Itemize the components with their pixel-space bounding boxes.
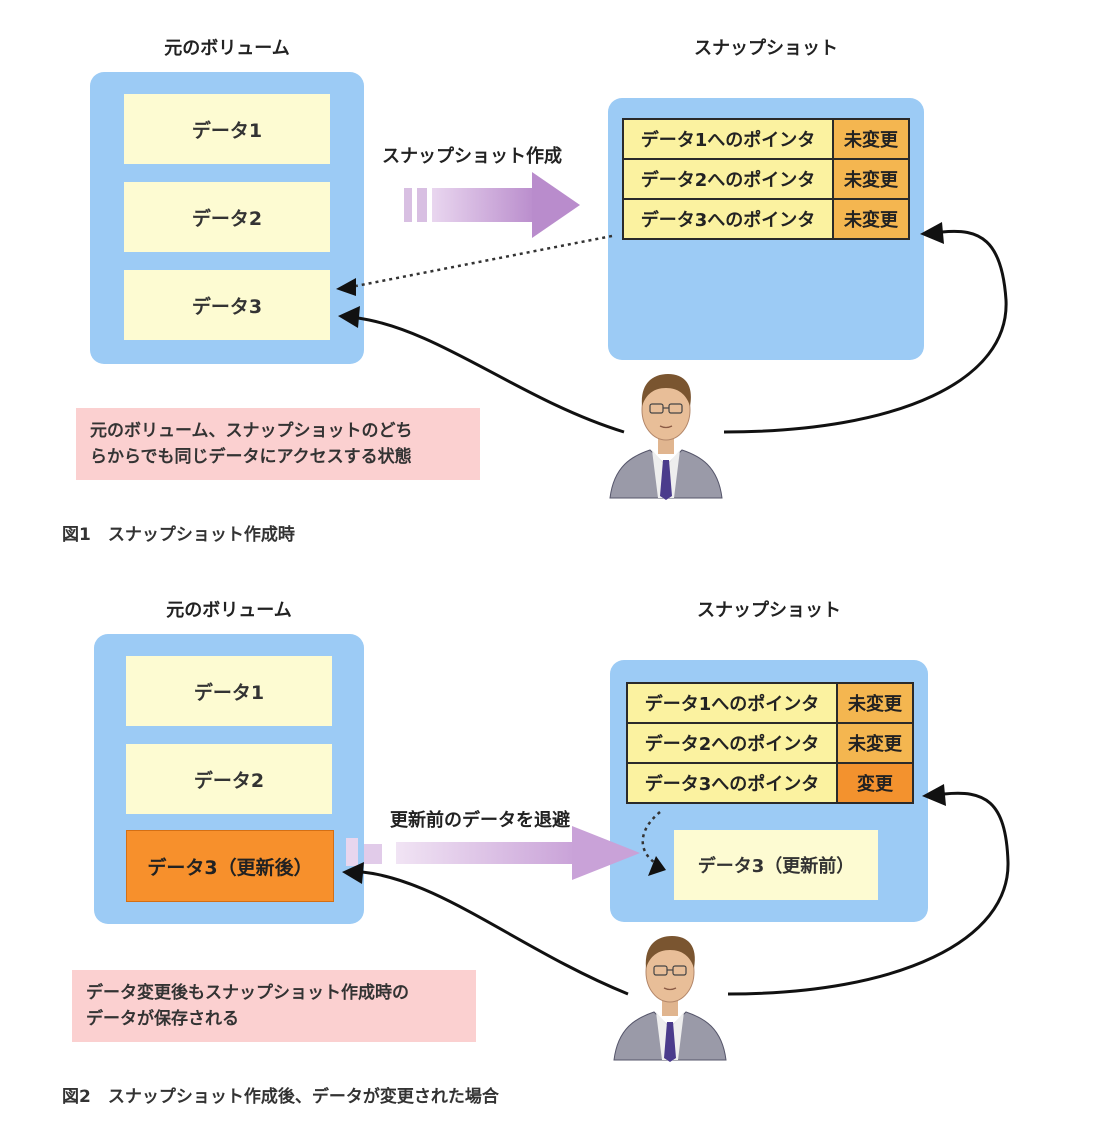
fig1-user-to-source-arrow [338,306,625,434]
fig1-source-title: 元のボリューム [164,38,290,59]
person-icon [609,373,723,501]
note-line: らからでも同じデータにアクセスする状態 [90,447,412,467]
fig2-pointer-table: データ1へのポインタ 未変更 データ2へのポインタ 未変更 データ3へのポインタ… [626,682,914,804]
fig2-data-block-1: データ1 [126,656,332,726]
fig1-data-block-3: データ3 [124,270,330,340]
pointer-name: データ1へのポインタ [628,684,836,722]
fig2-save-data-arrow [346,826,640,880]
pointer-state: 未変更 [838,724,912,762]
fig1-dotted-pointer-arrow [336,234,613,296]
fig2-user-to-source-arrow [342,862,629,996]
pointer-name: データ3へのポインタ [628,764,836,802]
pointer-state: 未変更 [834,160,908,198]
pointer-state: 未変更 [838,684,912,722]
pointer-name: データ3へのポインタ [624,200,832,238]
note-line: データが保存される [86,1009,239,1029]
pointer-name: データ2へのポインタ [624,160,832,198]
pointer-name: データ1へのポインタ [624,120,832,158]
fig1-data-block-1: データ1 [124,94,330,164]
fig2-arrow-caption: 更新前のデータを退避 [390,810,570,831]
pointer-state-changed: 変更 [838,764,912,802]
fig2-dotted-pointer-arrow [641,811,666,876]
fig1-pointer-table: データ1へのポインタ 未変更 データ2へのポインタ 未変更 データ3へのポインタ… [622,118,910,240]
fig1-snapshot-title: スナップショット [694,38,838,59]
fig1-snapshot-create-arrow [404,172,580,238]
fig2-data-block-2: データ2 [126,744,332,814]
fig1-user-to-snapshot-arrow [723,222,1008,434]
person-icon [613,935,727,1063]
fig2-snapshot-title: スナップショット [697,600,841,621]
pointer-name: データ2へのポインタ [628,724,836,762]
fig1-data-block-2: データ2 [124,182,330,252]
fig2-saved-data-block: データ3（更新前） [674,830,878,900]
fig2-data-block-3-updated: データ3（更新後） [126,830,334,902]
note-line: データ変更後もスナップショット作成時の [86,983,409,1003]
pointer-state: 未変更 [834,120,908,158]
fig2-source-title: 元のボリューム [166,600,292,621]
pointer-state: 未変更 [834,200,908,238]
fig2-caption: 図2 スナップショット作成後、データが変更された場合 [62,1087,499,1107]
fig2-note: データ変更後もスナップショット作成時の データが保存される [72,970,476,1042]
fig2-user-to-snapshot-arrow [727,784,1010,996]
note-line: 元のボリューム、スナップショットのどち [90,421,413,441]
fig1-caption: 図1 スナップショット作成時 [62,525,295,545]
fig1-note: 元のボリューム、スナップショットのどち らからでも同じデータにアクセスする状態 [76,408,480,480]
fig1-arrow-caption: スナップショット作成 [382,146,562,167]
